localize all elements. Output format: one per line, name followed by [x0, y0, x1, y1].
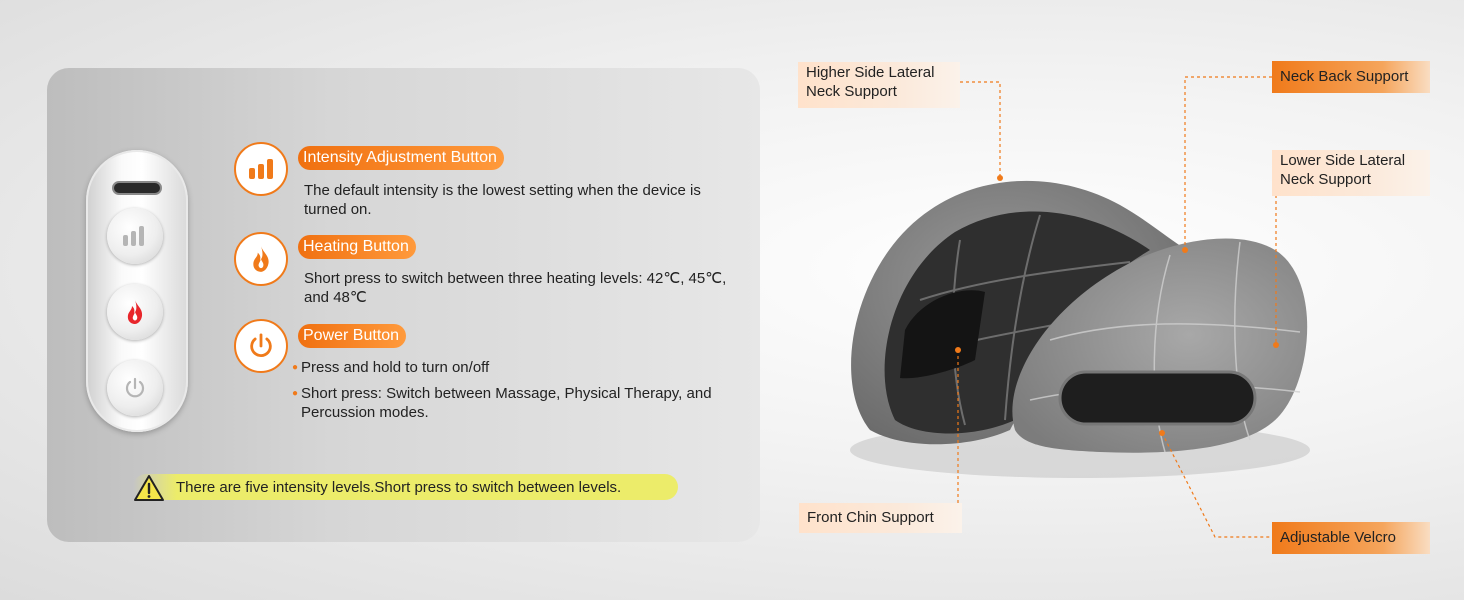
label-velcro: Adjustable Velcro — [1272, 522, 1430, 554]
label-front-chin: Front Chin Support — [799, 503, 962, 533]
power-icon — [125, 377, 145, 398]
power-button-title: Power Button — [298, 324, 407, 348]
remote-intensity-button[interactable] — [107, 208, 163, 264]
warning-icon — [134, 475, 164, 501]
power-bullet-1: ●Press and hold to turn on/off — [292, 359, 490, 376]
velcro-strap — [1058, 370, 1257, 426]
power-bullet-2: ● Short press: Switch between Massage, P… — [292, 385, 712, 421]
intensity-button-description: The default intensity is the lowest sett… — [304, 182, 701, 218]
flame-icon — [253, 246, 269, 272]
usb-c-port — [112, 181, 162, 195]
chin-patch — [900, 290, 985, 379]
mesh-grid-lines — [904, 214, 1131, 426]
flame-icon — [127, 300, 143, 324]
heating-button-title: Heating Button — [298, 235, 416, 259]
tip-banner: There are five intensity levels.Short pr… — [133, 474, 678, 501]
remote-heating-button[interactable] — [107, 284, 163, 340]
label-higher-side: Higher Side Lateral Neck Support — [798, 62, 960, 108]
leader-dots — [955, 175, 1279, 436]
heating-button-description: Short press to switch between three heat… — [304, 270, 727, 306]
leader-lines — [957, 76, 1277, 538]
bar-signal-icon — [123, 226, 144, 246]
bullet-dot: ● — [292, 362, 299, 373]
power-icon — [250, 333, 272, 357]
label-neck-back: Neck Back Support — [1272, 61, 1430, 93]
bullet-dot: ● — [292, 388, 299, 399]
remote-power-button[interactable] — [107, 360, 163, 416]
bar-signal-icon — [249, 159, 273, 179]
power-feature-icon — [234, 319, 288, 373]
remote-controller — [86, 150, 188, 432]
heating-feature-icon — [234, 232, 288, 286]
label-lower-side: Lower Side Lateral Neck Support — [1272, 150, 1430, 196]
tip-text: There are five intensity levels.Short pr… — [176, 479, 622, 496]
intensity-feature-icon — [234, 142, 288, 196]
intensity-button-title: Intensity Adjustment Button — [298, 146, 504, 170]
